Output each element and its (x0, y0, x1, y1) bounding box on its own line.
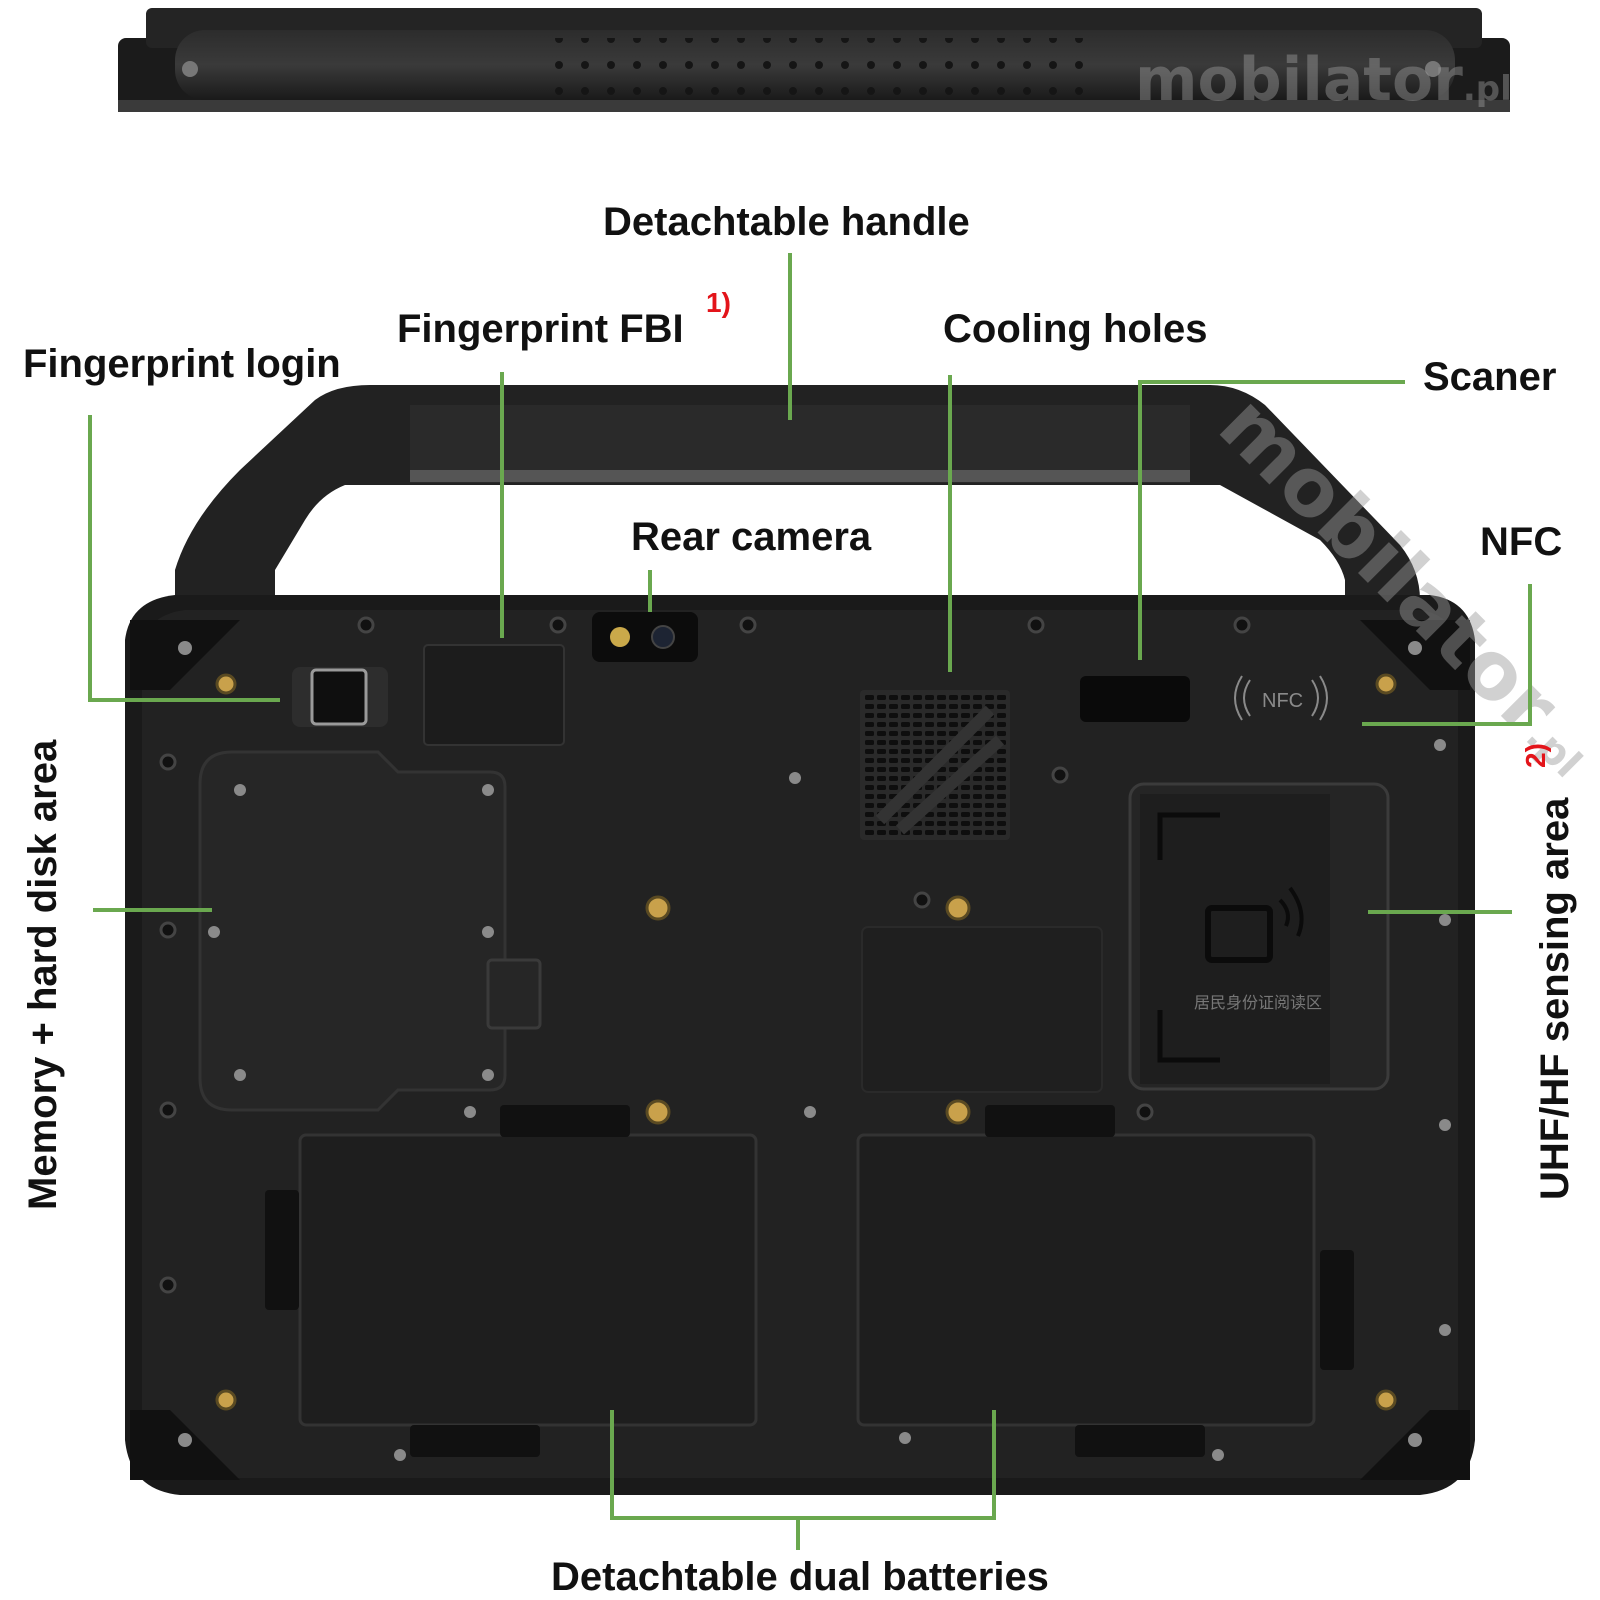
watermark-top: mobilator.pl (1135, 45, 1512, 115)
memory-cover (198, 750, 507, 1112)
label-uhf: UHF/HF sensing area (1533, 797, 1577, 1200)
scanner-window (1080, 676, 1190, 722)
labels: Detachtable handle Fingerprint FBI 1) Co… (21, 200, 1577, 1599)
battery-latch-bottom-right (1075, 1425, 1205, 1457)
battery-latch-bottom-left (410, 1425, 540, 1457)
rear-camera (592, 612, 698, 662)
label-scaner: Scaner (1423, 355, 1556, 399)
svg-text:NFC: NFC (1262, 690, 1303, 712)
fingerprint-login-sensor (310, 668, 368, 726)
label-batteries: Detachtable dual batteries (551, 1555, 1049, 1599)
label-fingerprint-fbi: Fingerprint FBI (397, 307, 684, 351)
label-rear-camera: Rear camera (631, 515, 872, 559)
leader-fingerprint-login (88, 415, 280, 702)
label-fingerprint-fbi-note: 1) (706, 287, 731, 318)
leader-batteries-bracket (610, 1410, 996, 1520)
battery-latch-top-left (500, 1105, 630, 1137)
nfc-logo: NFC (1234, 675, 1328, 721)
device-top-edge: mobilator.pl (118, 8, 1512, 115)
edge-screw-right (1425, 61, 1441, 77)
fingerprint-fbi-module (423, 644, 565, 746)
label-fingerprint-login: Fingerprint login (23, 342, 341, 386)
leader-lines (88, 253, 1532, 1550)
label-handle: Detachtable handle (603, 200, 970, 244)
label-nfc: NFC (1480, 520, 1562, 564)
tablet-back: NFC 居民身份证阅读区 (125, 378, 1590, 1495)
detachable-handle (175, 385, 1420, 600)
label-memory: Memory + hard disk area (21, 739, 65, 1210)
label-cooling: Cooling holes (943, 307, 1207, 351)
leader-nfc (1362, 584, 1532, 726)
edge-screw-left (182, 61, 198, 77)
battery-latch-top-right (985, 1105, 1115, 1137)
leader-scaner (1138, 380, 1405, 660)
battery-left (298, 1133, 758, 1427)
label-uhf-note: 2) (1520, 743, 1551, 768)
battery-right (856, 1133, 1316, 1427)
id-reader-text: 居民身份证阅读区 (1194, 993, 1322, 1012)
